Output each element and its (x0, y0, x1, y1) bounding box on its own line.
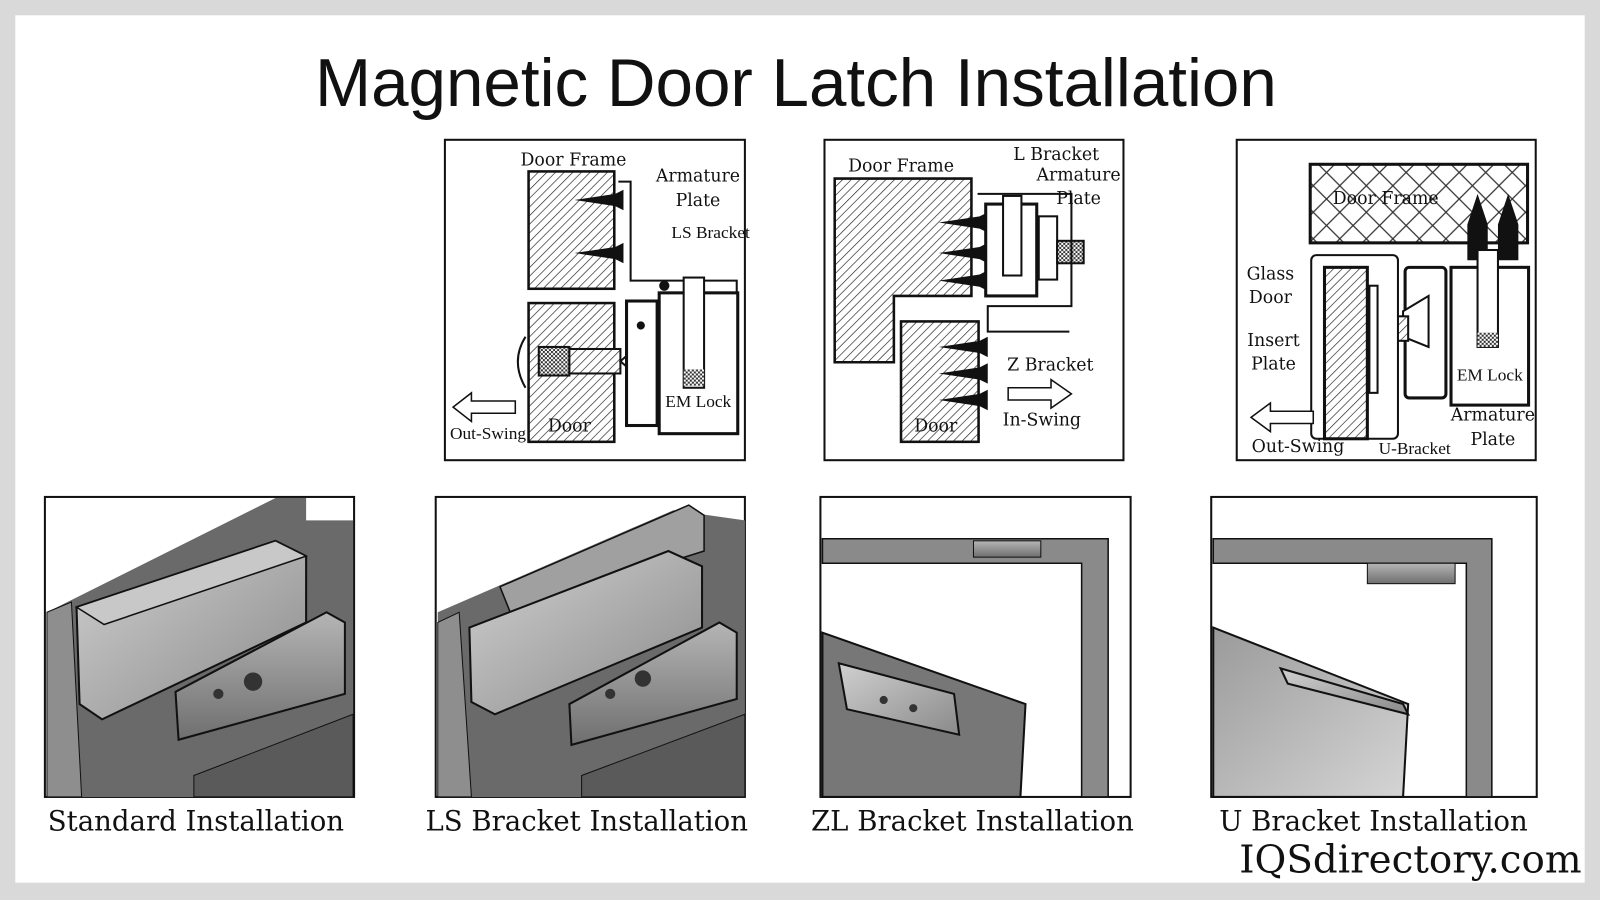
svg-text:U-Bracket: U-Bracket (1379, 439, 1451, 458)
arrow-right-icon (1007, 378, 1073, 410)
svg-text:Plate: Plate (676, 191, 721, 211)
svg-text:Armature: Armature (655, 167, 740, 187)
svg-text:Door: Door (1249, 288, 1293, 308)
svg-text:Armature: Armature (1450, 405, 1535, 425)
svg-text:Z Bracket: Z Bracket (1007, 355, 1093, 375)
caption-u-bracket: U Bracket Installation (1219, 806, 1528, 838)
caption-zl-bracket: ZL Bracket Installation (811, 806, 1134, 838)
illustration-ls-bracket (434, 495, 746, 798)
page-title: Magnetic Door Latch Installation (315, 46, 1277, 121)
svg-text:Insert: Insert (1247, 331, 1299, 351)
svg-text:Plate: Plate (1251, 354, 1296, 374)
svg-text:Out-Swing: Out-Swing (450, 424, 526, 443)
glass-door-section (1322, 265, 1369, 441)
door-frame-section (1308, 162, 1530, 245)
illustration-standard (43, 495, 356, 798)
svg-text:Plate: Plate (1470, 430, 1515, 450)
caption-ls-bracket: LS Bracket Installation (425, 806, 748, 838)
diagram-ls-bracket: Door Frame Armature Plate LS Bracket EM … (443, 138, 750, 462)
svg-text:Door Frame: Door Frame (848, 156, 954, 176)
svg-text:EM Lock: EM Lock (1457, 366, 1523, 385)
diagram-u-bracket: Door Frame Glass Door Insert Plate EM Lo… (1235, 138, 1537, 462)
brand-logo: IQSdirectory.com (1239, 837, 1581, 882)
arrow-left-icon (1249, 401, 1315, 434)
svg-text:EM Lock: EM Lock (665, 392, 731, 411)
svg-text:L Bracket: L Bracket (1013, 145, 1099, 165)
diagram-zl-bracket: Door Frame L Bracket Armature Plate Z Br… (823, 138, 1125, 462)
door-section (899, 320, 980, 444)
svg-text:Door: Door (548, 417, 592, 437)
door-frame-section (527, 170, 616, 291)
svg-text:Armature: Armature (1035, 166, 1120, 186)
svg-text:Plate: Plate (1056, 189, 1101, 209)
arrow-left-icon (451, 391, 517, 423)
svg-text:Out-Swing: Out-Swing (1252, 437, 1345, 457)
illustration-zl-bracket (819, 495, 1132, 798)
illustration-u-bracket (1210, 495, 1538, 798)
svg-text:LS Bracket: LS Bracket (671, 223, 750, 242)
door-frame-section (833, 177, 973, 364)
svg-text:Door Frame: Door Frame (521, 150, 627, 170)
svg-text:In-Swing: In-Swing (1003, 411, 1081, 431)
caption-standard: Standard Installation (48, 806, 344, 838)
glass-panel (1212, 626, 1410, 798)
svg-text:Door: Door (914, 417, 958, 437)
svg-text:Door Frame: Door Frame (1333, 189, 1439, 209)
svg-text:Glass: Glass (1247, 265, 1295, 285)
